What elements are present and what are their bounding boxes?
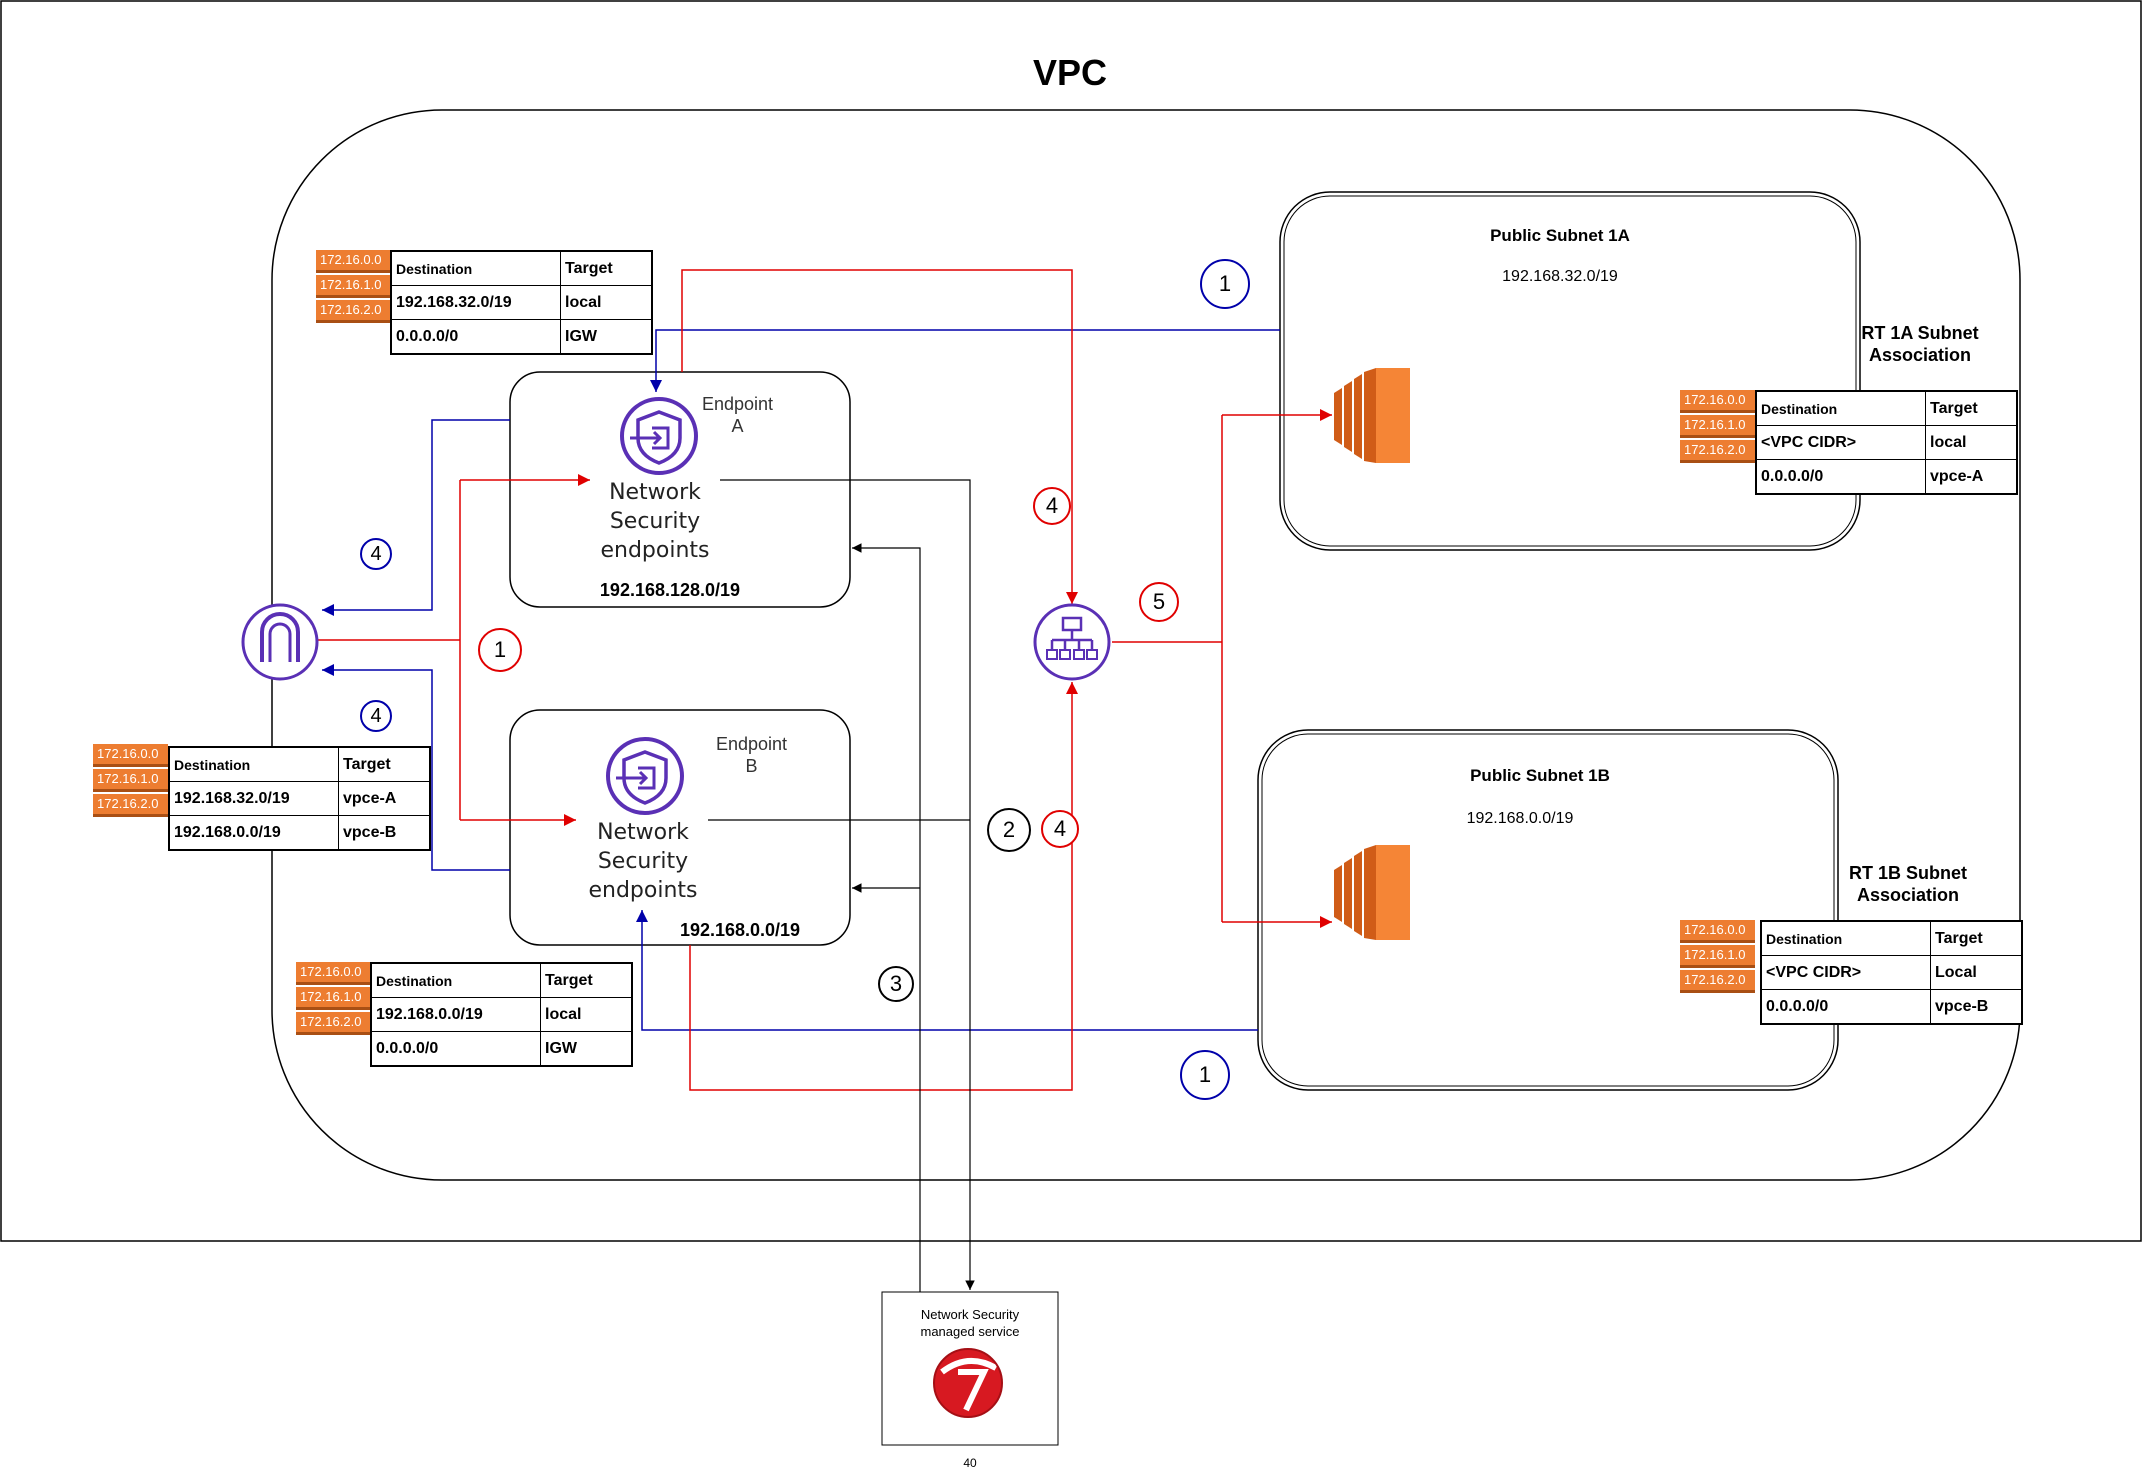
- route-tag: 172.16.2.0: [1680, 970, 1755, 993]
- public-subnet-1a-cidr: 192.168.32.0/19: [1502, 268, 1618, 285]
- route-target: local: [540, 997, 633, 1032]
- rt-1a-association-label: RT 1A Subnet Association: [1861, 323, 1979, 365]
- vpc-frame: [0, 0, 2142, 1242]
- column-header-target: Target: [540, 962, 633, 998]
- step-4-marker: 4: [1033, 487, 1071, 525]
- route-tags-rt-1a: 172.16.0.0 172.16.1.0 172.16.2.0: [1680, 390, 1755, 465]
- column-header-destination: Destination: [390, 250, 561, 286]
- route-destination: 192.168.32.0/19: [168, 781, 339, 816]
- endpoint-a-cidr: 192.168.128.0/19: [599, 580, 741, 600]
- column-header-target: Target: [1925, 390, 2018, 426]
- endpoint-b-box: [509, 709, 851, 946]
- endpoint-a-label: Endpoint A: [701, 394, 774, 436]
- route-target: vpce-A: [1925, 459, 2018, 495]
- route-destination: 0.0.0.0/0: [370, 1031, 541, 1067]
- route-target: local: [1925, 425, 2018, 460]
- route-target: IGW: [540, 1031, 633, 1067]
- rt-1b-association-label: RT 1B Subnet Association: [1848, 863, 1967, 905]
- column-header-target: Target: [1930, 920, 2023, 956]
- route-destination: <VPC CIDR>: [1755, 425, 1926, 460]
- endpoint-b-service-label: Network Security endpoints: [588, 820, 698, 903]
- route-destination: 0.0.0.0/0: [1760, 989, 1931, 1025]
- public-subnet-1a-title: Public Subnet 1A: [1490, 226, 1630, 245]
- public-subnet-1a-box: [1279, 191, 1861, 551]
- route-tag: 172.16.0.0: [1680, 390, 1755, 413]
- column-header-target: Target: [338, 746, 431, 782]
- route-destination: 192.168.0.0/19: [370, 997, 541, 1032]
- route-tag: 172.16.2.0: [316, 300, 391, 323]
- route-destination: 0.0.0.0/0: [390, 319, 561, 355]
- ec2-instance-icon-1b: [1334, 845, 1410, 940]
- column-header-destination: Destination: [168, 746, 339, 782]
- endpoint-b-label: Endpoint B: [715, 734, 788, 776]
- step-4-marker: 4: [1041, 810, 1079, 848]
- route-target: IGW: [560, 319, 653, 355]
- route-target: vpce-B: [1930, 989, 2023, 1025]
- route-target: local: [560, 285, 653, 320]
- step-1-marker: 1: [1180, 1050, 1230, 1100]
- step-2-marker: 2: [987, 808, 1031, 852]
- step-5-marker: 5: [1139, 582, 1179, 622]
- route-tags-endpoint-b: 172.16.0.0 172.16.1.0 172.16.2.0: [296, 962, 371, 1037]
- page-number: 40: [963, 1456, 977, 1470]
- route-tag: 172.16.0.0: [316, 250, 391, 273]
- column-header-destination: Destination: [370, 962, 541, 998]
- endpoint-a-box: [509, 371, 851, 608]
- column-header-destination: Destination: [1755, 390, 1926, 426]
- network-security-shield-icon-a: [620, 397, 698, 475]
- route-destination: <VPC CIDR>: [1760, 955, 1931, 990]
- step-3-marker: 3: [878, 966, 914, 1002]
- column-header-target: Target: [560, 250, 653, 286]
- route-tag: 172.16.2.0: [296, 1012, 371, 1035]
- gateway-load-balancer-icon: [1033, 603, 1111, 681]
- step-1-marker: 1: [1200, 259, 1250, 309]
- route-tag: 172.16.1.0: [296, 987, 371, 1010]
- route-tag: 172.16.1.0: [93, 769, 168, 792]
- route-tag: 172.16.1.0: [1680, 415, 1755, 438]
- route-tag: 172.16.0.0: [296, 962, 371, 985]
- route-tag: 172.16.0.0: [1680, 920, 1755, 943]
- route-target: vpce-B: [338, 815, 431, 851]
- network-security-shield-icon-b: [606, 737, 684, 815]
- endpoint-a-service-label: Network Security endpoints: [600, 480, 710, 563]
- public-subnet-1b-title: Public Subnet 1B: [1470, 766, 1610, 785]
- step-4-marker: 4: [360, 538, 392, 570]
- public-subnet-1b-cidr: 192.168.0.0/19: [1466, 810, 1574, 827]
- route-target: vpce-A: [338, 781, 431, 816]
- route-destination: 0.0.0.0/0: [1755, 459, 1926, 495]
- route-target: Local: [1930, 955, 2023, 990]
- route-tags-endpoint-a: 172.16.0.0 172.16.1.0 172.16.2.0: [316, 250, 391, 325]
- route-tag: 172.16.2.0: [93, 794, 168, 817]
- route-destination: 192.168.32.0/19: [390, 285, 561, 320]
- managed-service-label: Network Security managed service: [920, 1307, 1020, 1339]
- trend-micro-logo-icon: [933, 1348, 1003, 1418]
- route-destination: 192.168.0.0/19: [168, 815, 339, 851]
- route-tags-igw: 172.16.0.0 172.16.1.0 172.16.2.0: [93, 744, 168, 819]
- route-tag: 172.16.0.0: [93, 744, 168, 767]
- route-tags-rt-1b: 172.16.0.0 172.16.1.0 172.16.2.0: [1680, 920, 1755, 995]
- route-tag: 172.16.1.0: [316, 275, 391, 298]
- step-1-marker: 1: [478, 628, 522, 672]
- column-header-destination: Destination: [1760, 920, 1931, 956]
- ec2-instance-icon-1a: [1334, 368, 1410, 463]
- route-tag: 172.16.1.0: [1680, 945, 1755, 968]
- route-tag: 172.16.2.0: [1680, 440, 1755, 463]
- public-subnet-1b-box: [1257, 729, 1839, 1091]
- internet-gateway-icon: [241, 603, 319, 681]
- vpc-title: VPC: [1032, 52, 1108, 93]
- endpoint-b-cidr: 192.168.0.0/19: [679, 920, 801, 940]
- step-4-marker: 4: [360, 700, 392, 732]
